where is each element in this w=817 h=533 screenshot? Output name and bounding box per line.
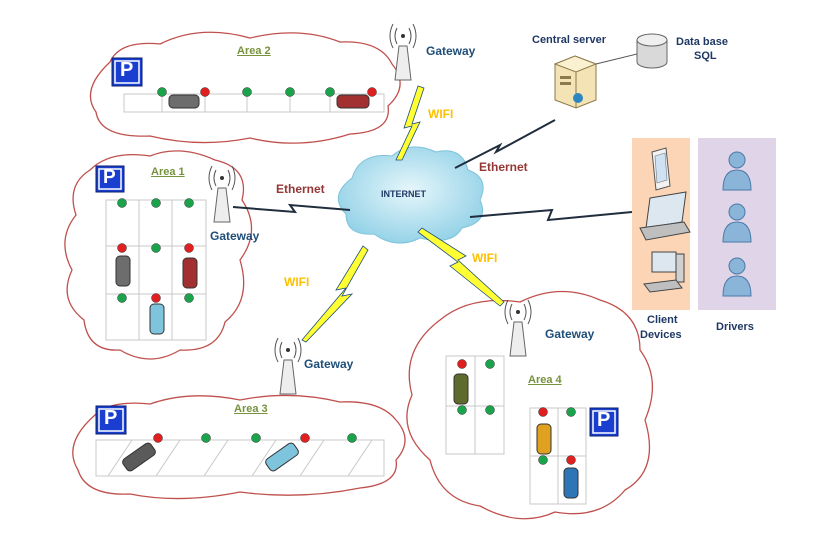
ethernet-link-clients — [469, 208, 633, 222]
parking-lot-area2 — [123, 93, 385, 113]
wifi-bolt-top — [395, 85, 425, 161]
gateway-label-area1: Gateway — [210, 229, 260, 243]
ethernet-label-server: Ethernet — [479, 160, 528, 174]
parking-lot-area3 — [95, 439, 385, 477]
connection-lines — [232, 85, 633, 343]
car-area2-gray — [168, 94, 200, 109]
parking-sign-area3 — [95, 405, 127, 435]
car-area4-olive — [453, 373, 469, 405]
central-server-label: Central server — [532, 34, 606, 46]
server-db-link — [595, 53, 638, 65]
internet-cloud — [337, 146, 484, 244]
wifi-label-area4: WIFI — [472, 251, 498, 265]
gateway-label-area4: Gateway — [545, 327, 595, 341]
internet-label: INTERNET — [381, 189, 426, 199]
wifi-bolt-area4 — [417, 227, 505, 307]
area-1-cloud — [64, 150, 253, 360]
ethernet-link-area1 — [232, 203, 351, 214]
car-area2-red — [336, 94, 370, 109]
client-devices-label-line2: Devices — [640, 329, 682, 341]
gateway-tower-top — [389, 23, 417, 81]
area-2-label: Area 2 — [237, 45, 271, 57]
parking-sign-area1 — [95, 165, 125, 193]
parking-sign-area4 — [589, 407, 619, 437]
parking-sign-letter-area3: P — [104, 407, 118, 429]
gateway-tower-area3 — [274, 337, 302, 395]
wifi-label-area3: WIFI — [284, 275, 310, 289]
wifi-label-top: WIFI — [428, 107, 454, 121]
area-4-cloud — [406, 290, 654, 520]
car-area1-red — [182, 257, 198, 289]
ethernet-label-area1: Ethernet — [276, 182, 325, 196]
database-icon — [636, 33, 668, 69]
database-label-line1: Data base — [676, 36, 728, 48]
client-devices-label-line1: Client — [647, 314, 678, 326]
database-label-line2: SQL — [694, 50, 717, 62]
drivers-label: Drivers — [716, 321, 754, 333]
wifi-bolt-area3 — [301, 245, 369, 343]
car-area4-orange — [536, 423, 552, 455]
car-area4-blue — [563, 467, 579, 499]
area-4-label: Area 4 — [528, 374, 562, 386]
driver-user-icon-1 — [722, 151, 752, 191]
driver-user-icon-3 — [722, 257, 752, 297]
laptop-icon — [639, 191, 691, 241]
server-icon — [553, 55, 598, 109]
area-3-label: Area 3 — [234, 403, 268, 415]
parking-sign-letter-area4: P — [597, 409, 611, 431]
parking-sign-area2 — [111, 57, 143, 87]
area-3-cloud — [72, 394, 406, 500]
ethernet-link-server — [454, 119, 556, 169]
gateway-tower-area4 — [504, 299, 532, 357]
car-area3-gray — [122, 442, 156, 472]
car-area1-blue — [149, 303, 165, 335]
desktop-pc-icon — [643, 251, 685, 293]
area-1-label: Area 1 — [151, 166, 185, 178]
gateway-tower-area1 — [208, 165, 236, 223]
parking-sign-letter-area2: P — [120, 59, 134, 81]
gateway-label-area3: Gateway — [304, 357, 354, 371]
car-area3-blue — [265, 442, 299, 472]
parking-lot-area4 — [445, 355, 587, 505]
car-area1-gray — [115, 255, 131, 287]
gateway-label-top: Gateway — [426, 44, 476, 58]
sensors — [117, 87, 576, 465]
phone-icon — [651, 147, 671, 191]
driver-user-icon-2 — [722, 203, 752, 243]
parking-sign-letter-area1: P — [103, 167, 116, 188]
